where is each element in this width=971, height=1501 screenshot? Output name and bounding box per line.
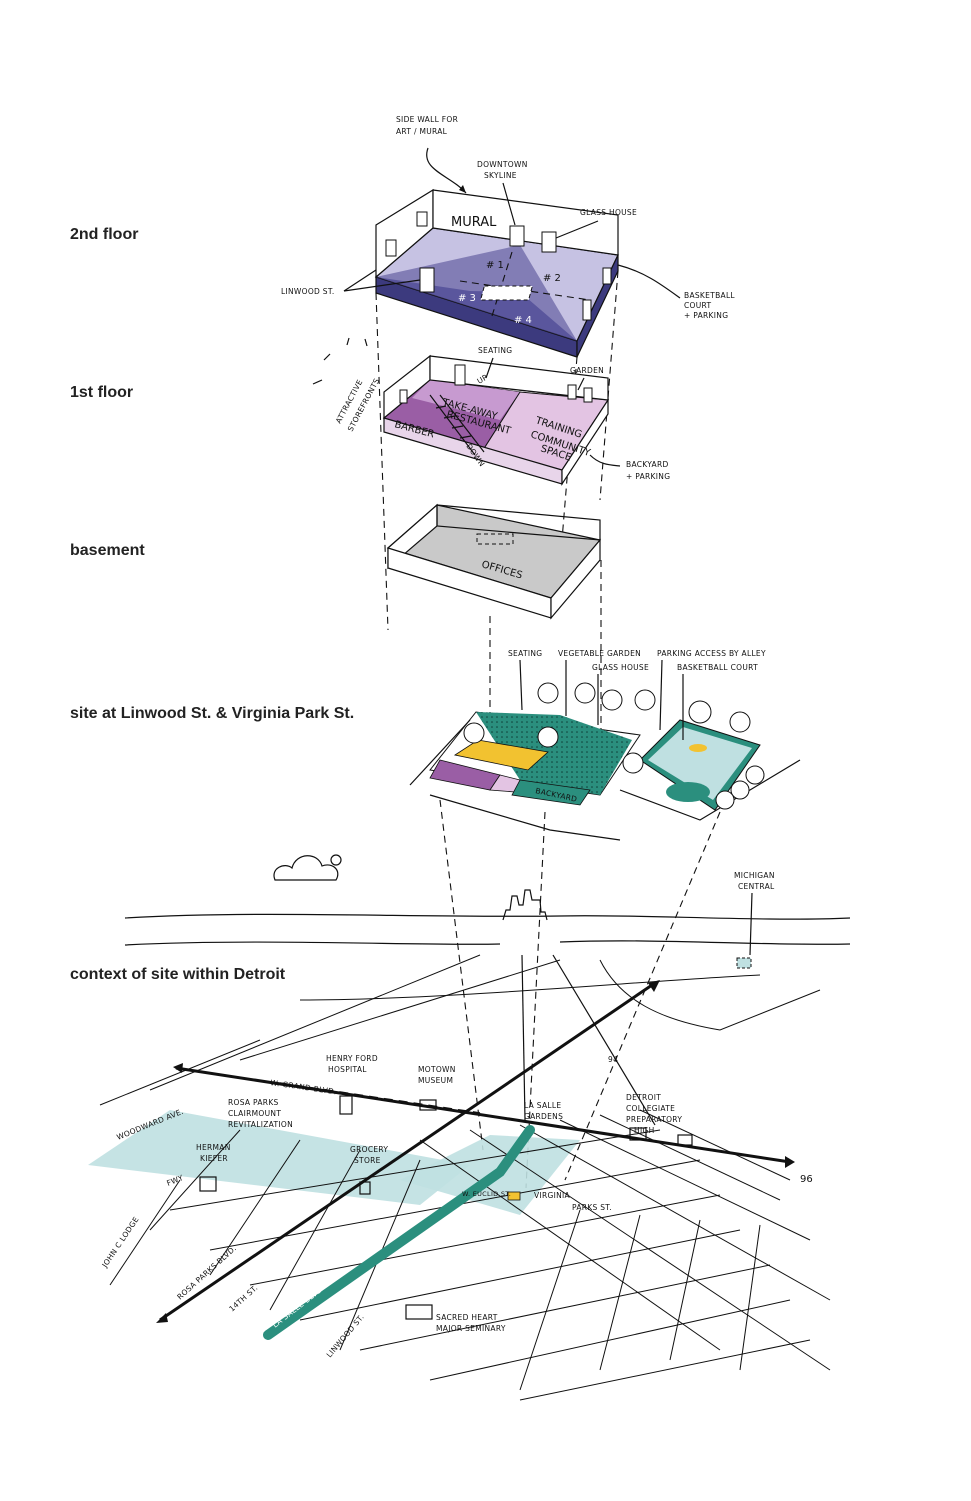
- detroit-collegiate-line4: HIGH: [634, 1126, 655, 1135]
- grand-blvd-label: W. GRAND BLVD.: [270, 1078, 338, 1096]
- basketball-label-line2: COURT: [684, 301, 711, 310]
- fourteenth-st-label: 14TH ST.: [227, 1283, 259, 1313]
- second-floor-axon: # 1 # 2 # 3 # 4 MURAL SIDE WALL FOR ART …: [281, 115, 735, 358]
- sacred-heart-line1: SACRED HEART: [436, 1313, 498, 1322]
- herman-kiefer-line1: HERMAN: [196, 1143, 231, 1152]
- backyard-label-line2: + PARKING: [626, 472, 670, 481]
- la-salle-gardens-line2: GARDENS: [524, 1112, 563, 1121]
- side-wall-label-line2: ART / MURAL: [396, 127, 448, 136]
- rosa-parks-clairmount-line3: REVITALIZATION: [228, 1120, 293, 1129]
- seating-label: SEATING: [478, 346, 512, 355]
- rosa-parks-clairmount-line2: CLAIRMOUNT: [228, 1109, 281, 1118]
- level-label-1st-floor: 1st floor: [70, 384, 134, 401]
- site-axon: BACKYARD SEATING VEGETABLE GARDEN GLASS …: [409, 649, 801, 841]
- level-label-basement: basement: [70, 542, 145, 559]
- basement-axon: OFFICES: [386, 503, 602, 620]
- fwy-label: FWY: [165, 1173, 184, 1188]
- michigan-central-line2: CENTRAL: [738, 882, 775, 891]
- linwood-label: LINWOOD ST.: [281, 287, 335, 296]
- grocery-line2: STORE: [354, 1156, 381, 1165]
- level-label-2nd-floor: 2nd floor: [70, 226, 139, 243]
- detroit-collegiate-line3: PREPARATORY: [626, 1115, 682, 1124]
- site-parking-label: PARKING ACCESS BY ALLEY: [657, 649, 766, 658]
- grocery-line1: GROCERY: [350, 1145, 388, 1154]
- i96-label: 96: [800, 1174, 813, 1185]
- henry-ford-line2: HOSPITAL: [328, 1065, 367, 1074]
- side-wall-label-line1: SIDE WALL FOR: [396, 115, 458, 124]
- motown-line1: MOTOWN: [418, 1065, 456, 1074]
- downtown-label-line2: SKYLINE: [484, 171, 517, 180]
- downtown-label-line1: DOWNTOWN: [477, 160, 528, 169]
- unit-4-label: # 4: [514, 315, 532, 326]
- unit-2-label: # 2: [543, 273, 561, 284]
- virginia-park-line2: PARKS ST.: [572, 1203, 612, 1212]
- john-c-lodge-label: JOHN C LODGE: [100, 1215, 141, 1270]
- mural-wall-text: MURAL: [451, 215, 497, 230]
- detroit-collegiate-line2: COLLEGIATE: [626, 1104, 675, 1113]
- sacred-heart-line2: MAJOR SEMINARY: [436, 1324, 506, 1333]
- herman-kiefer-line2: KIEFER: [200, 1154, 228, 1163]
- basketball-label-line1: BASKETBALL: [684, 291, 735, 300]
- site-glass-house-label: GLASS HOUSE: [592, 663, 649, 672]
- michigan-central-line1: MICHIGAN: [734, 871, 775, 880]
- unit-1-label: # 1: [486, 260, 504, 271]
- unit-3-label: # 3: [458, 293, 476, 304]
- glass-house-label: GLASS HOUSE: [580, 208, 637, 217]
- site-seating-label: SEATING: [508, 649, 542, 658]
- site-veg-garden-label: VEGETABLE GARDEN: [558, 649, 641, 658]
- detroit-collegiate-line1: DETROIT: [626, 1093, 661, 1102]
- virginia-park-line1: VIRGINIA: [534, 1191, 570, 1200]
- basketball-label-line3: + PARKING: [684, 311, 728, 320]
- detroit-context-map: MICHIGAN CENTRAL HENRY FORD HOSPITAL MOT…: [88, 854, 851, 1401]
- site-basketball-label: BASKETBALL COURT: [677, 663, 758, 672]
- i94-label: 94: [608, 1055, 618, 1064]
- level-label-context: context of site within Detroit: [70, 966, 286, 983]
- garden-label: GARDEN: [570, 366, 604, 375]
- level-label-site: site at Linwood St. & Virginia Park St.: [70, 705, 355, 722]
- first-floor-axon: UP DOWN TAKE-AWAY RESTAURANT TRAINING CO…: [312, 337, 670, 487]
- linwood-st-label: LINWOOD ST.: [325, 1312, 366, 1359]
- henry-ford-line1: HENRY FORD: [326, 1054, 378, 1063]
- rosa-parks-clairmount-line1: ROSA PARKS: [228, 1098, 279, 1107]
- w-euclid-label: W. EUCLID ST.: [462, 1190, 511, 1198]
- motown-line2: MUSEUM: [418, 1076, 453, 1085]
- backyard-label-line1: BACKYARD: [626, 460, 669, 469]
- la-salle-gardens-line1: LA SALLE: [524, 1101, 561, 1110]
